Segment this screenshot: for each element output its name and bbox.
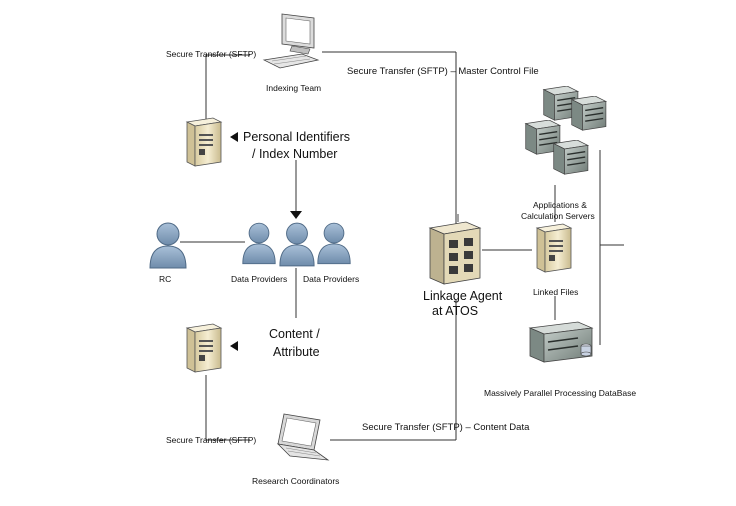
arrow-down-to-providers	[290, 211, 302, 219]
secure-transfer-bottom-label: Secure Transfer (SFTP)	[166, 435, 256, 445]
arrow-content-attribute	[230, 341, 238, 351]
tower-server-icon	[186, 117, 222, 167]
rc-label: RC	[159, 274, 171, 284]
app-servers-label: Applications &	[533, 200, 587, 210]
data-providers-label-a: Data Providers	[231, 274, 287, 284]
attribute-label: Attribute	[273, 345, 320, 359]
research-coordinators-label: Research Coordinators	[252, 476, 339, 486]
linkage-agent-label: Linkage Agent	[423, 289, 503, 303]
person-icon	[279, 222, 315, 267]
tower-server-icon	[186, 323, 222, 373]
mpp-database-label: Massively Parallel Processing DataBase	[484, 388, 636, 398]
linked-files-label: Linked Files	[533, 287, 578, 297]
laptop-icon	[276, 413, 330, 461]
personal-identifiers-label: Personal Identifiers	[243, 130, 350, 144]
tower-server-icon	[536, 223, 572, 273]
content-data-label: Secure Transfer (SFTP) – Content Data	[362, 422, 530, 433]
secure-transfer-top-label: Secure Transfer (SFTP)	[166, 49, 256, 59]
person-icon	[149, 222, 187, 269]
database-appliance-icon	[528, 321, 594, 363]
arrow-personal-identifiers	[230, 132, 238, 142]
person-icon	[242, 222, 276, 265]
index-number-label: / Index Number	[252, 147, 337, 161]
calc-servers-label: Calculation Servers	[521, 211, 595, 221]
linkage-agent-location-label: at ATOS	[432, 304, 478, 318]
rack-server-icon	[525, 86, 607, 175]
office-building-icon	[428, 214, 482, 285]
person-icon	[317, 222, 351, 265]
connector-lines	[180, 51, 624, 441]
master-control-file-label: Secure Transfer (SFTP) – Master Control …	[347, 66, 539, 77]
data-providers-label-b: Data Providers	[303, 274, 359, 284]
indexing-team-label: Indexing Team	[266, 83, 321, 93]
desktop-computer-icon	[262, 13, 320, 69]
content-label: Content /	[269, 327, 320, 341]
